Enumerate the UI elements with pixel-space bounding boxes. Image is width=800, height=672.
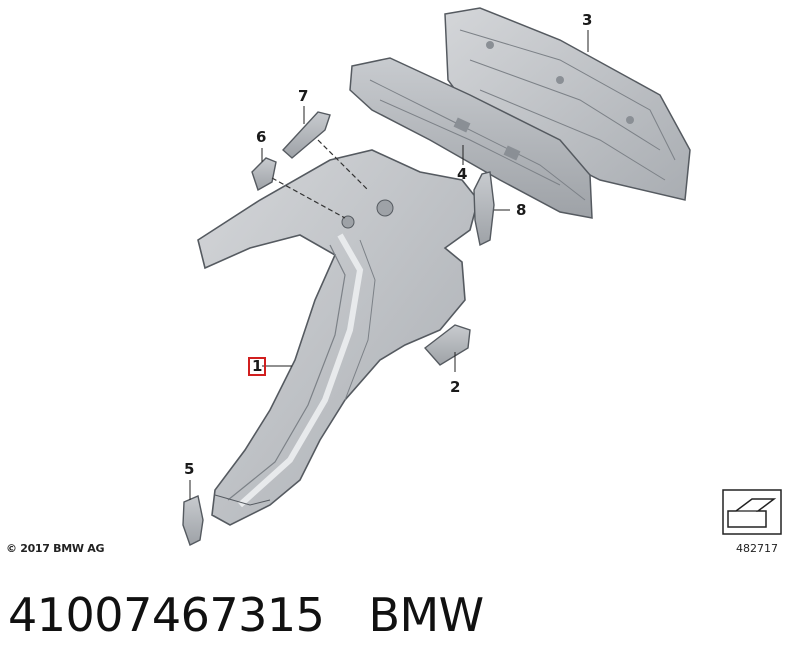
part-number: 41007467315 (8, 588, 325, 642)
callout-5[interactable]: 5 (184, 460, 195, 478)
callout-4[interactable]: 4 (457, 165, 468, 183)
view-direction-icon (722, 489, 782, 535)
part-2-bracket (423, 324, 471, 372)
callout-3[interactable]: 3 (582, 11, 593, 29)
diagram-id: 482717 (736, 542, 778, 555)
brand-name: BMW (368, 588, 484, 642)
part-8-bracket (473, 171, 510, 247)
part-6-bracket (251, 148, 346, 219)
callout-6[interactable]: 6 (256, 128, 267, 146)
callout-2[interactable]: 2 (450, 378, 461, 396)
exploded-parts-diagram (182, 7, 691, 546)
copyright-text: © 2017 BMW AG (6, 542, 105, 555)
part-7-bracket (282, 106, 369, 191)
callout-8[interactable]: 8 (516, 201, 527, 219)
part-4-cross-member (349, 57, 593, 219)
callout-7[interactable]: 7 (298, 87, 309, 105)
footer: 41007467315 BMW (8, 588, 528, 642)
callout-1[interactable]: 1 (248, 357, 267, 376)
part-1-side-frame (197, 149, 479, 526)
part-5-bracket (182, 480, 204, 546)
